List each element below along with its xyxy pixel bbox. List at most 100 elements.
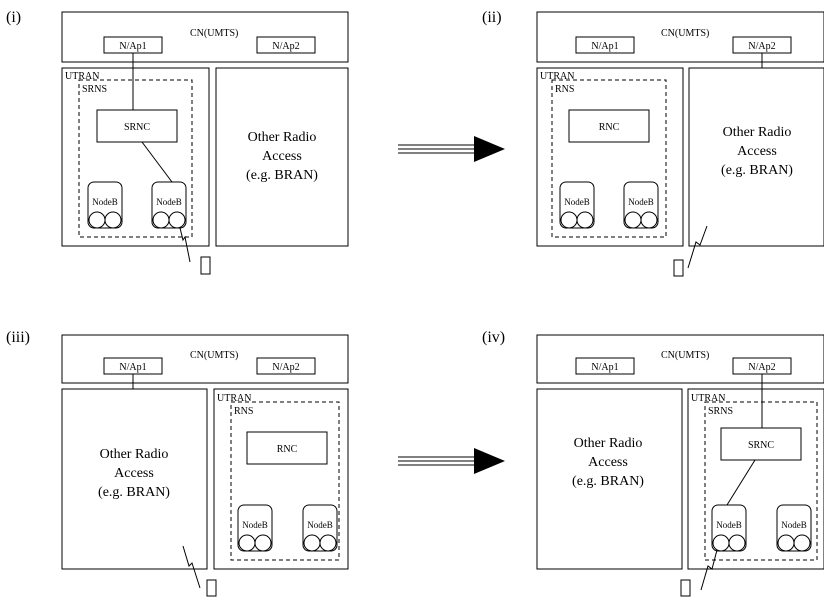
svg-text:NodeB: NodeB — [628, 197, 654, 207]
antenna-icon — [624, 211, 642, 229]
panel-iv-cn-title: CN(UMTS) — [661, 350, 709, 361]
panel-i-rnc-label: SRNC — [124, 122, 150, 133]
panel-ii-other-line1: Other Radio — [723, 125, 792, 140]
svg-text:NodeB: NodeB — [716, 520, 742, 530]
panel-iv-cn-box — [536, 334, 824, 384]
panel-i-rnc-box — [96, 109, 178, 143]
panel-i-utran-box — [61, 67, 210, 247]
panel-iii-radio-link — [182, 545, 201, 589]
mobile-terminal-icon — [206, 579, 217, 597]
panel-i-other-line2: Access — [262, 149, 302, 164]
panel-iii-label: (iii) — [6, 329, 30, 346]
panel-iii-other-box — [61, 388, 208, 570]
panel-i-srns-title: SRNS — [82, 84, 107, 95]
panel-ii: (ii) CN(UMTS) N/Ap1 N/Ap2 UTRAN RNS RNC … — [482, 9, 824, 277]
antenna-icon — [560, 211, 578, 229]
panel-ii-utran-box — [536, 67, 684, 247]
antenna-icon — [254, 534, 272, 552]
panel-i-nap2-label: N/Ap2 — [272, 41, 299, 52]
panel-iv-nodeb-left: NodeB — [711, 504, 747, 552]
panel-i-nap1-label: N/Ap1 — [119, 41, 146, 52]
panel-ii-nap2-label: N/Ap2 — [748, 41, 775, 52]
panel-ii-other-line3: (e.g. BRAN) — [721, 163, 793, 178]
panel-i-cn-title: CN(UMTS) — [190, 28, 238, 39]
antenna-icon — [712, 534, 730, 552]
panel-i-other-box — [215, 67, 349, 247]
panel-ii-label: (ii) — [482, 9, 502, 26]
panel-iv-utran-title: UTRAN — [691, 393, 725, 404]
panel-i-cn-box — [61, 11, 349, 63]
panel-iii-nap2-box — [256, 357, 316, 375]
antenna-icon — [728, 534, 746, 552]
panel-iv-srnc-box — [720, 427, 802, 461]
antenna-icon — [152, 211, 170, 229]
svg-text:NodeB: NodeB — [307, 520, 333, 530]
antenna-icon — [576, 211, 594, 229]
panel-iv-srns-box — [704, 401, 818, 561]
mobile-terminal-icon — [680, 579, 691, 597]
antenna-icon — [168, 211, 186, 229]
panel-i-nap2-box — [256, 36, 316, 54]
panel-iv-nodeb-right: NodeB — [776, 504, 812, 552]
panel-i-other-line1: Other Radio — [248, 130, 317, 145]
panel-i-link-srnc-nodeb — [141, 141, 173, 183]
panel-i-nodeb-right: NodeB — [151, 181, 187, 229]
panel-iii-utran-title: UTRAN — [217, 393, 251, 404]
panel-ii-nodeb-right: NodeB — [623, 181, 659, 229]
panel-iv-link-srnc-nodeb — [726, 459, 756, 506]
panel-iv-label: (iv) — [482, 329, 505, 346]
panel-iii-rnc-box — [246, 431, 328, 465]
panel-ii-nodeb-left: NodeB — [559, 181, 595, 229]
antenna-icon — [303, 534, 321, 552]
panel-ii-nap1-box — [575, 36, 635, 54]
panel-iv-other-box — [536, 388, 683, 570]
panel-ii-cn-title: CN(UMTS) — [661, 28, 709, 39]
antenna-icon — [319, 534, 337, 552]
panel-iii: (iii) CN(UMTS) N/Ap1 N/Ap2 Other Radio A… — [6, 329, 349, 597]
panel-i-utran-title: UTRAN — [65, 71, 99, 82]
panel-iv-other-line1: Other Radio — [574, 436, 643, 451]
antenna-icon — [104, 211, 122, 229]
panel-iii-rns-title: RNS — [234, 406, 253, 417]
panel-iii-nodeb-right: NodeB — [302, 504, 338, 552]
panel-iv-nap2-label: N/Ap2 — [748, 362, 775, 373]
panel-iv-radio-link — [700, 549, 718, 591]
panel-iv-srns-title: SRNS — [708, 406, 733, 417]
panel-iv-nap1-label: N/Ap1 — [591, 362, 618, 373]
panel-iii-other-line3: (e.g. BRAN) — [98, 485, 170, 500]
panel-iv-nap1-box — [575, 357, 635, 375]
panel-ii-rnc-label: RNC — [599, 122, 620, 133]
panel-iii-other-line2: Access — [114, 466, 154, 481]
panel-i: (i) CN(UMTS) N/Ap1 N/Ap2 UTRAN SRNS SRNC… — [6, 9, 349, 275]
antenna-icon — [793, 534, 811, 552]
panel-ii-radio-link — [687, 225, 708, 269]
panel-i-srns-box — [78, 79, 193, 238]
panel-iii-other-line1: Other Radio — [100, 447, 169, 462]
panel-iii-nap2-label: N/Ap2 — [272, 362, 299, 373]
svg-text:NodeB: NodeB — [156, 197, 182, 207]
panel-iv-other-line3: (e.g. BRAN) — [572, 474, 644, 489]
transition-arrow-icon — [398, 448, 505, 474]
antenna-icon — [238, 534, 256, 552]
panel-iii-rnc-label: RNC — [277, 444, 298, 455]
svg-text:NodeB: NodeB — [564, 197, 590, 207]
panel-iii-cn-title: CN(UMTS) — [190, 350, 238, 361]
panel-ii-other-line2: Access — [737, 144, 777, 159]
panel-ii-utran-title: UTRAN — [540, 71, 574, 82]
panel-ii-rnc-box — [568, 109, 650, 143]
transition-arrow-icon — [398, 136, 505, 162]
panel-iii-utran-box — [213, 388, 349, 570]
panel-iii-nodeb-left: NodeB — [237, 504, 273, 552]
panel-iv-other-line2: Access — [588, 455, 628, 470]
panel-iv: (iv) CN(UMTS) N/Ap1 N/Ap2 Other Radio Ac… — [482, 329, 824, 597]
panel-i-label: (i) — [6, 9, 21, 26]
panel-ii-cn-box — [536, 11, 824, 63]
panel-ii-nap1-label: N/Ap1 — [591, 41, 618, 52]
panel-ii-rns-box — [551, 79, 667, 238]
panel-ii-other-box — [688, 67, 824, 247]
panel-i-nodeb-left: NodeB — [87, 181, 123, 229]
svg-text:NodeB: NodeB — [92, 197, 118, 207]
panel-i-other-line3: (e.g. BRAN) — [246, 168, 318, 183]
mobile-terminal-icon — [200, 256, 211, 275]
